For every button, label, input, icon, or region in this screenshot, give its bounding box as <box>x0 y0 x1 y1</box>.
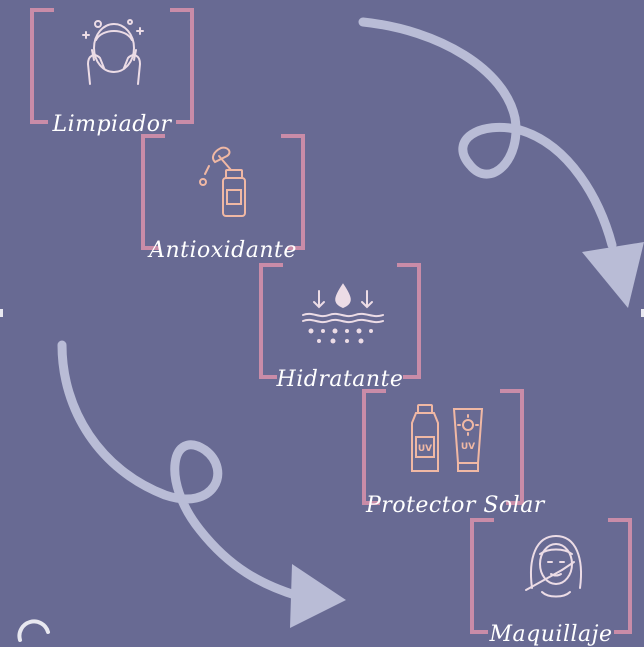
left-edge-marker <box>0 309 3 317</box>
step-limpiador: Limpiador <box>30 7 194 137</box>
step-protector-solar: UV UV Protector Solar <box>362 388 544 518</box>
bottom-left-curved-arrow <box>57 340 303 601</box>
loading-spinner-icon <box>17 619 50 642</box>
step-label: Maquillaje <box>489 622 613 647</box>
sunscreen-uv-text-tube: UV <box>461 442 475 452</box>
step-hidratante: Hidratante <box>259 262 421 392</box>
face-washing-icon <box>82 19 144 85</box>
step-antioxidante: Antioxidante <box>141 133 305 263</box>
step-label: Antioxidante <box>149 238 297 263</box>
step-label: Hidratante <box>276 367 404 392</box>
top-right-arrowhead <box>582 242 644 308</box>
makeup-face-icon <box>525 534 582 598</box>
right-edge-marker <box>641 309 644 317</box>
skin-hydration-icon <box>302 283 384 344</box>
top-right-curved-arrow <box>358 17 617 250</box>
sunscreen-uv-text: UV <box>418 444 432 454</box>
step-label: Limpiador <box>52 112 172 137</box>
sunscreen-bottles-icon: UV UV <box>411 404 484 472</box>
bottom-left-arrowhead <box>290 564 346 628</box>
serum-dropper-icon <box>199 146 246 217</box>
step-label: Protector Solar <box>366 493 545 518</box>
step-maquillaje: Maquillaje <box>470 517 632 647</box>
